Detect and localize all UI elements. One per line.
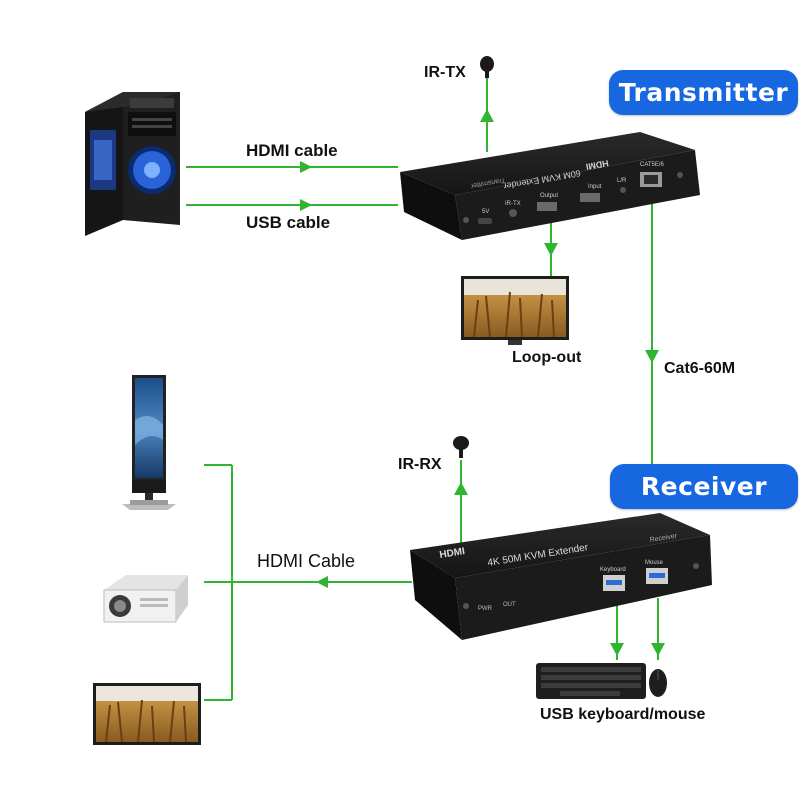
lr-port [620, 187, 626, 193]
screw [677, 172, 683, 178]
hdmi-output-port [537, 202, 557, 211]
ir-tx-arrow [480, 109, 494, 122]
port-label: Output [540, 193, 558, 199]
port-label: 5V [482, 209, 489, 215]
front-label: PWR [478, 606, 493, 612]
port-label: Input [588, 184, 602, 190]
kiosk-display-icon [122, 375, 176, 510]
monitor-icon [93, 683, 201, 745]
usb-cable-arrow [300, 199, 312, 211]
connection-lines [186, 76, 665, 701]
port-label: L/R [617, 178, 627, 184]
projector-icon [103, 575, 188, 623]
port-label: Mouse [645, 560, 664, 566]
ir-tx-label: IR-TX [424, 64, 466, 81]
front-label: OUT [503, 602, 516, 608]
usb-cable-label: USB cable [246, 213, 331, 232]
hdmi-input-port [580, 193, 600, 202]
ir-rx-sensor-icon [453, 436, 469, 458]
receiver-subtitle: Receiver [649, 533, 678, 544]
loop-out-monitor-icon [461, 276, 569, 345]
transmitter-logo: HDMI [585, 158, 609, 172]
port-label: IR-TX [505, 201, 521, 207]
screw [463, 603, 469, 609]
port-label: CAT5E/6 [640, 162, 665, 168]
screw [693, 563, 699, 569]
ir-rx-label: IR-RX [398, 456, 442, 473]
screw [463, 217, 469, 223]
mouse-arrow [651, 643, 665, 656]
keyboard-arrow [610, 643, 624, 656]
cat6-arrow [645, 350, 659, 363]
receiver-logo: HDMI [439, 546, 466, 561]
hdmi-cable-arrow [300, 161, 312, 173]
hdmi-cable-label: HDMI cable [246, 141, 338, 160]
keyboard-icon [536, 663, 646, 699]
pc-tower-icon [85, 92, 180, 236]
hdmi-cable-output-label: HDMI Cable [257, 551, 356, 571]
usb-keyboard-mouse-label: USB keyboard/mouse [540, 706, 706, 723]
ir-rx-arrow [454, 482, 468, 495]
loop-out-arrow [544, 243, 558, 256]
ir-tx-port [509, 209, 517, 217]
port-label: Keyboard [600, 567, 626, 573]
receiver-badge: Receiver [610, 464, 798, 509]
hdmi-cable-out-arrow [316, 576, 328, 588]
receiver-device: HDMI 4K 50M KVM Extender Receiver Keyboa… [410, 513, 712, 640]
loop-out-label: Loop-out [512, 349, 582, 366]
ir-tx-sensor-icon [480, 56, 494, 78]
cat6-label: Cat6-60M [664, 360, 736, 377]
power-port [478, 218, 492, 224]
mouse-icon [649, 669, 667, 697]
transmitter-device: HDMI 60M KVM Extender Transmitter 5V IR-… [400, 132, 700, 240]
transmitter-badge: Transmitter [609, 70, 798, 115]
